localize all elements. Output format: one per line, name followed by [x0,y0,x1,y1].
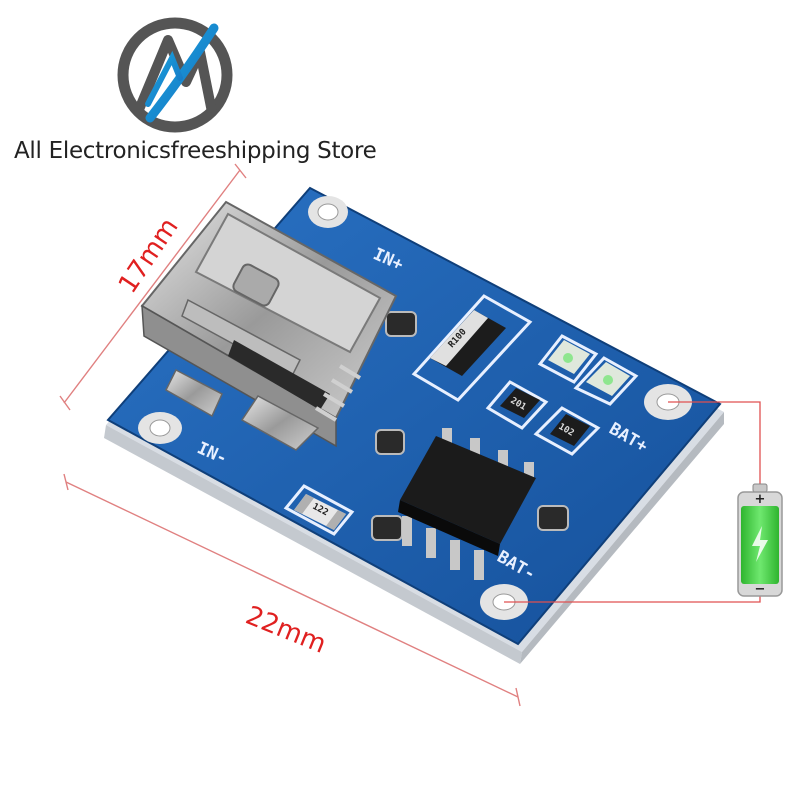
width-dimension-label: 22mm [241,601,330,660]
mounting-hole-in-minus [138,412,182,444]
capacitor-3 [537,505,569,531]
led-charging [548,340,590,374]
resistor-102: 102 [550,414,590,446]
battery-icon: + − [737,483,783,597]
mounting-hole-in-plus [308,196,348,228]
battery-wires [504,401,761,603]
battery-minus-sign: − [755,582,766,597]
charger-ic-chip [398,428,536,580]
store-name: All Electronicsfreeshipping Store [14,138,377,164]
store-logo [117,17,233,133]
led-full [586,362,630,396]
capacitor-4 [385,311,417,337]
capacitor-2 [371,515,403,541]
silkscreen-outlines [283,294,639,536]
sense-resistor: R100 [430,310,506,376]
dimension-lines [59,163,521,707]
mini-usb-connector [140,200,398,451]
resistor-122: 122 [294,494,346,530]
resistor-201: 201 [500,388,540,418]
charger-module: IN+ IN- BAT+ BAT- R100 201 102 [104,186,724,664]
battery-plus-sign: + [755,492,766,507]
capacitor-1 [375,429,405,455]
